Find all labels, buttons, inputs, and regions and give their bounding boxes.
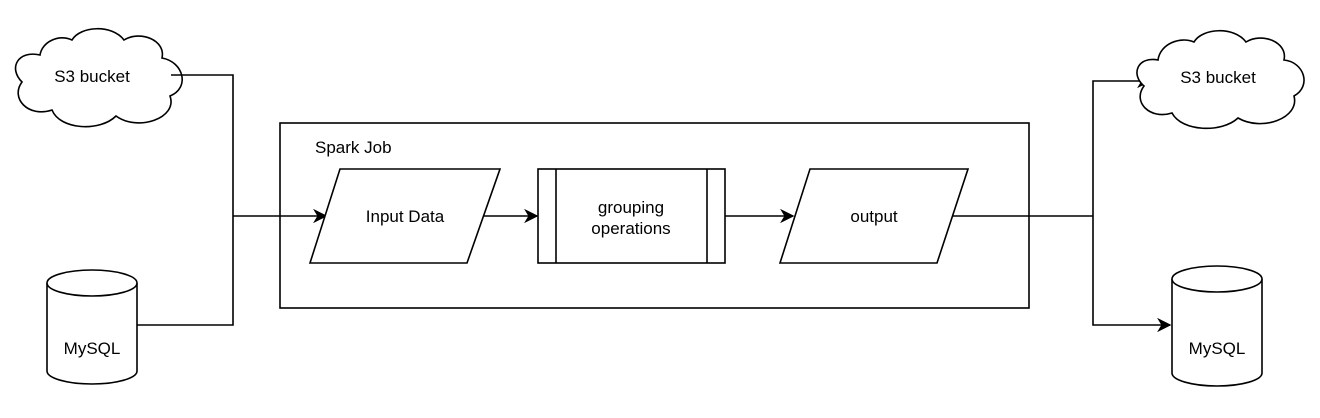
sink-s3-label: S3 bucket — [1180, 68, 1256, 87]
source-s3-label: S3 bucket — [54, 67, 130, 86]
arrow-to-mysql-sink — [1092, 216, 1172, 333]
source-mysql-label: MySQL — [64, 339, 121, 358]
source-s3-bucket-cloud: S3 bucket — [14, 28, 183, 128]
sink-mysql-label: MySQL — [1189, 339, 1246, 358]
output-node: output — [778, 168, 970, 264]
mysql-source-connector — [137, 216, 234, 326]
source-mysql-cylinder: MySQL — [46, 269, 138, 385]
s3-source-connector — [171, 74, 234, 216]
grouping-operations-node: grouping operations — [537, 168, 726, 264]
sink-s3-bucket-cloud: S3 bucket — [1136, 30, 1305, 130]
grouping-label-line2: operations — [591, 219, 670, 238]
output-label: output — [850, 207, 898, 226]
input-data-label: Input Data — [366, 207, 445, 226]
sink-mysql-cylinder: MySQL — [1171, 265, 1263, 387]
sink-connectors — [952, 73, 1172, 333]
input-data-node: Input Data — [308, 168, 502, 264]
spark-job-title: Spark Job — [315, 138, 392, 157]
grouping-label-line1: grouping — [598, 198, 664, 217]
arrow-to-s3-sink — [1092, 73, 1152, 216]
